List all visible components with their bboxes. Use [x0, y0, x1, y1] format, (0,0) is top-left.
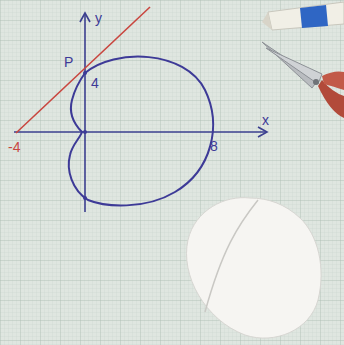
tangent-line: [16, 7, 150, 133]
axis-value: -4: [8, 139, 20, 155]
paper-cutout: [187, 198, 322, 338]
axis-value: 4: [91, 75, 99, 91]
scissors: [262, 42, 344, 118]
cardioid-curve: [69, 57, 213, 206]
axis-name: x: [262, 112, 269, 128]
axis-name: y: [95, 10, 102, 26]
pen: [262, 2, 344, 30]
axis-value: 8: [210, 138, 218, 154]
axes: [14, 13, 267, 212]
point-name: P: [64, 54, 73, 70]
points: [83, 71, 87, 200]
